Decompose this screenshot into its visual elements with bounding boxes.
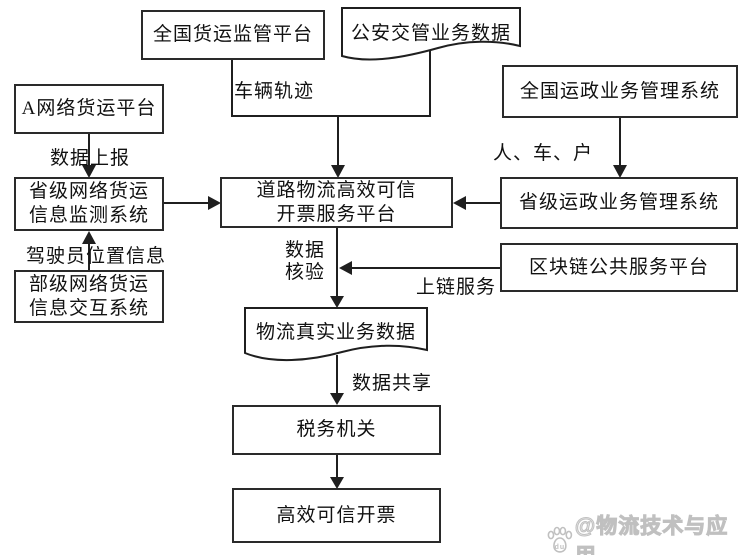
- document-public-security-data: [341, 7, 521, 61]
- edge-label-data-share: 数据共享: [352, 373, 433, 394]
- edge-label-data-verify-line1: 数据: [284, 240, 325, 261]
- node-label-line2: 信息交互系统: [28, 297, 149, 319]
- arrowhead-chain-service: [339, 261, 352, 275]
- arrowhead-data-report: [82, 165, 96, 178]
- node-provincial-network-freight-monitor-system: 省级网络货运 信息监测系统: [14, 177, 164, 231]
- node-label-line1: 部级网络货运: [28, 273, 149, 295]
- node-label-line1: 道路物流高效可信: [256, 179, 417, 201]
- arrowhead-into-center-right: [453, 196, 466, 210]
- arrowhead-into-logistics-data: [330, 296, 344, 308]
- arrowhead-into-tax: [330, 393, 344, 405]
- edge-label-data-report: 数据上报: [50, 148, 131, 169]
- arrowhead-into-center-top: [331, 165, 345, 178]
- node-blockchain-public-service-platform: 区块链公共服务平台: [500, 243, 738, 292]
- node-label: 全国货运监管平台: [152, 24, 313, 45]
- arrowhead-into-provincial-transport: [613, 165, 627, 178]
- arrowhead-into-invoice: [330, 477, 344, 489]
- node-national-transport-admin-system: 全国运政业务管理系统: [502, 65, 738, 118]
- document-label-logistics-real-data: 物流真实业务数据: [255, 322, 416, 343]
- edge-label-data-verify-line2: 核验: [284, 262, 325, 283]
- node-label: A网络货运平台: [21, 98, 157, 119]
- node-label: 高效可信开票: [276, 504, 397, 526]
- watermark-text: @物流技术与应用: [574, 515, 729, 555]
- node-tax-authority: 税务机关: [232, 405, 441, 455]
- baidu-paw-icon: du: [547, 526, 573, 553]
- edge-label-driver-location: 驾驶员位置信息: [26, 246, 167, 267]
- node-national-freight-supervision-platform: 全国货运监管平台: [141, 10, 325, 60]
- node-label-line2: 开票服务平台: [276, 203, 397, 225]
- edge-label-chain-service: 上链服务: [416, 277, 497, 298]
- arrowhead-driver-location-up: [82, 231, 96, 244]
- node-label: 全国运政业务管理系统: [519, 80, 720, 102]
- node-trusted-invoicing: 高效可信开票: [232, 488, 441, 543]
- baidu-paw-logo-text: du: [555, 544, 565, 551]
- edge-label-data-verify: 数据 核验: [281, 240, 329, 284]
- node-road-logistics-trusted-invoice-platform: 道路物流高效可信 开票服务平台: [220, 177, 453, 228]
- edge-label-person-vehicle-household: 人、车、户: [493, 143, 594, 164]
- document-label-public-security-data: 公安交管业务数据: [350, 23, 511, 44]
- document-logistics-real-data: [244, 307, 428, 362]
- node-label-line1: 省级网络货运: [28, 181, 149, 202]
- node-label: 区块链公共服务平台: [528, 256, 709, 278]
- watermark: du @物流技术与应用: [546, 510, 749, 555]
- edge-label-vehicle-track: 车辆轨迹: [234, 81, 315, 102]
- arrowhead-into-center-left: [208, 196, 221, 210]
- node-ministerial-network-freight-exchange-system: 部级网络货运 信息交互系统: [14, 270, 164, 323]
- node-label-line2: 信息监测系统: [28, 205, 149, 226]
- node-a-network-freight-platform: A网络货运平台: [14, 84, 164, 134]
- node-label: 税务机关: [296, 419, 377, 440]
- node-label: 省级运政业务管理系统: [518, 192, 719, 213]
- node-provincial-transport-admin-system: 省级运政业务管理系统: [500, 177, 738, 229]
